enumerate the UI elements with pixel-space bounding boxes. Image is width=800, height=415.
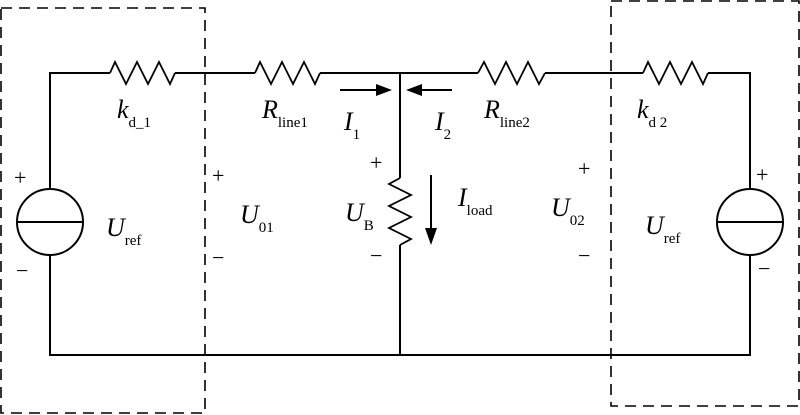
plus-ub: + [370, 150, 382, 175]
minus-u02: − [578, 243, 590, 268]
label-u01: U01 [240, 200, 274, 236]
label-rline1: Rline1 [261, 95, 308, 131]
label-uref-left: Uref [106, 213, 141, 249]
label-kd1: kd_1 [117, 95, 151, 131]
right-dashed-boundary [610, 0, 800, 407]
plus-source-left: + [14, 165, 26, 190]
plus-u02: + [578, 156, 590, 181]
resistor-rline1 [254, 59, 321, 87]
arrow-i2 [406, 84, 452, 96]
plus-source-right: + [756, 162, 768, 187]
label-u02: U02 [551, 193, 585, 229]
resistor-kd1 [109, 59, 176, 87]
label-ub: UB [345, 198, 374, 234]
wires [49, 72, 751, 356]
minus-ub: − [370, 243, 382, 268]
minus-source-right: − [758, 256, 770, 281]
plus-u01: + [212, 163, 224, 188]
resistor-rline2 [477, 59, 546, 87]
label-i2: I2 [434, 107, 451, 143]
arrow-iload [425, 175, 437, 245]
label-rline2: Rline2 [483, 95, 530, 131]
voltage-source-right [716, 188, 784, 256]
label-kd2: kd 2 [637, 95, 667, 131]
left-dashed-boundary [0, 7, 206, 414]
label-uref-right: Uref [645, 211, 680, 247]
minus-source-left: − [16, 258, 28, 283]
label-iload: Iload [457, 183, 493, 219]
resistor-load [386, 177, 414, 246]
minus-u01: − [212, 245, 224, 270]
resistor-kd2 [642, 59, 709, 87]
voltage-source-left [16, 188, 84, 256]
arrow-i1 [340, 84, 392, 96]
label-i1: I1 [343, 107, 360, 143]
